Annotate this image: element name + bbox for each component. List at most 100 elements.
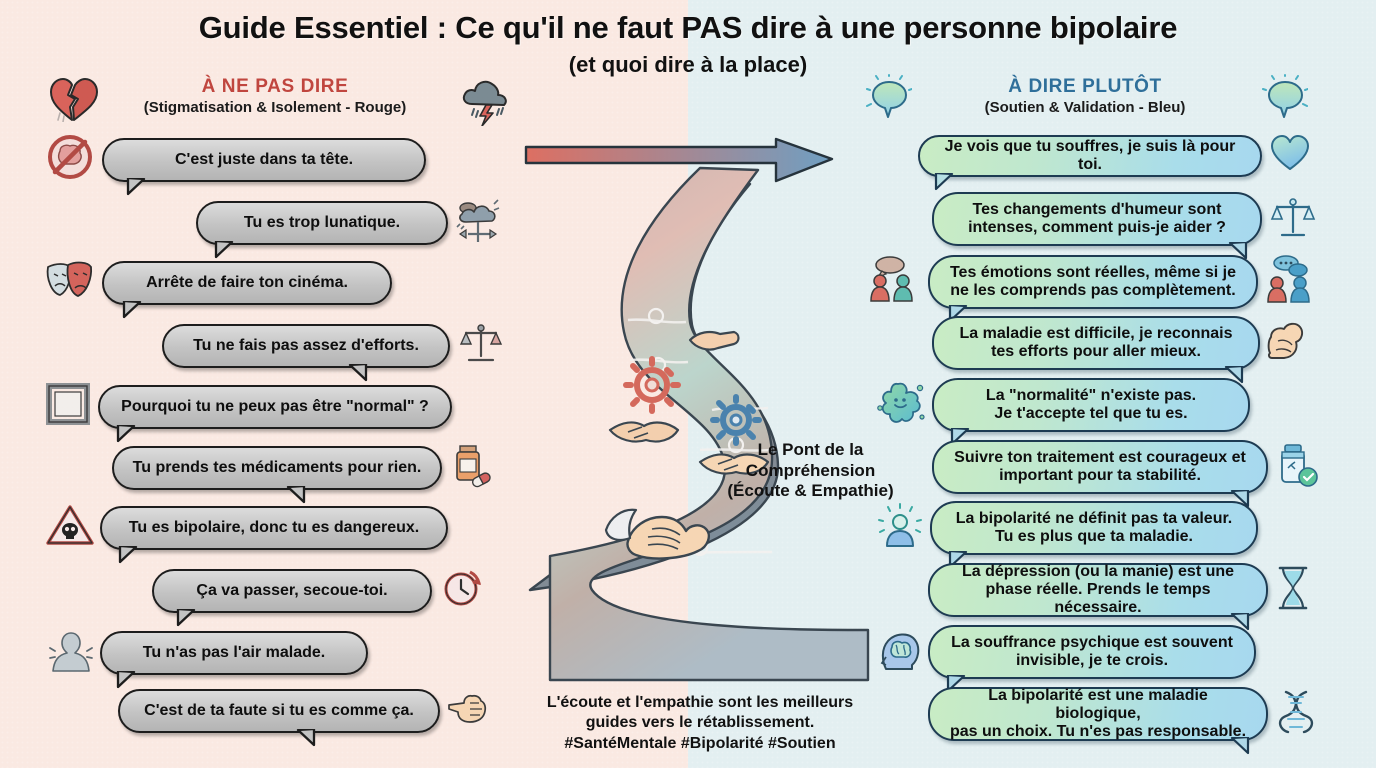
list-item[interactable]: Pourquoi tu ne peux pas être "normal" ? <box>46 382 452 442</box>
heart-icon <box>1270 134 1310 177</box>
shining-person-icon <box>876 502 924 555</box>
speech-bubble[interactable]: La dépression (ou la manie) est une phas… <box>928 563 1268 631</box>
right-column-heading: À DIRE PLUTÔT <box>1008 76 1162 97</box>
scales-icon <box>458 320 504 371</box>
storm-cloud-icon <box>458 76 514 131</box>
speech-bubble[interactable]: Tes changements d'humeur sont intenses, … <box>932 192 1262 260</box>
speech-bubble[interactable]: Tu prends tes médicaments pour rien. <box>112 445 442 503</box>
speech-bubble[interactable]: La "normalité" n'existe pas. Je t'accept… <box>932 378 1250 446</box>
bubble-text: Je vois que tu souffres, je suis là pour… <box>944 137 1236 173</box>
bubble-text: Tu n'as pas l'air malade. <box>142 643 326 661</box>
dna-icon <box>1274 688 1318 741</box>
list-item[interactable]: La bipolarité ne définit pas ta valeur. … <box>876 501 1258 569</box>
bubble-text: C'est juste dans ta tête. <box>174 150 354 168</box>
speech-bubble[interactable]: La bipolarité est une maladie biologique… <box>928 687 1268 755</box>
bubble-tail <box>116 670 136 688</box>
scales-icon <box>1270 193 1316 246</box>
speech-bubble[interactable]: Tu es trop lunatique. <box>196 200 448 258</box>
bubble-text: C'est de ta faute si tu es comme ça. <box>144 702 414 720</box>
bubble-text: Ça va passer, secoue-toi. <box>196 581 388 599</box>
list-item[interactable]: C'est juste dans ta tête. <box>46 133 426 195</box>
speech-bubble[interactable]: La bipolarité ne définit pas ta valeur. … <box>930 501 1258 569</box>
bubble-tail <box>118 545 138 563</box>
bubble-text: Tes émotions sont réelles, même si je ne… <box>949 263 1237 299</box>
bubble-tail <box>1226 613 1250 631</box>
list-item[interactable]: Ça va passer, secoue-toi. <box>152 566 484 626</box>
list-item[interactable]: La maladie est difficile, je reconnais t… <box>932 316 1310 384</box>
bubble-text: La maladie est difficile, je reconnais t… <box>959 325 1233 360</box>
silhouette-person-icon <box>48 627 94 678</box>
list-item[interactable]: Tes émotions sont réelles, même si je ne… <box>866 254 1316 322</box>
cloud-weathervane-icon <box>454 196 500 249</box>
bubble-text: Tu es bipolaire, donc tu es dangereux. <box>128 518 420 536</box>
list-item[interactable]: Je vois que tu souffres, je suis là pour… <box>918 134 1310 190</box>
speech-bubble[interactable]: Tes émotions sont réelles, même si je ne… <box>928 254 1258 322</box>
speech-bubble[interactable]: Tu es bipolaire, donc tu es dangereux. <box>100 505 448 563</box>
list-item[interactable]: La dépression (ou la manie) est une phas… <box>928 563 1312 631</box>
speech-bubble[interactable]: Tu n'as pas l'air malade. <box>100 630 368 688</box>
speech-bubble[interactable]: C'est juste dans ta tête. <box>102 137 426 195</box>
bubble-text: Tu es trop lunatique. <box>243 213 401 231</box>
theatre-masks-icon <box>44 259 94 306</box>
right-column-subheading: (Soutien & Validation - Bleu) <box>984 99 1186 116</box>
bubble-tail <box>934 172 954 190</box>
page-subtitle: (et quoi dire à la place) <box>568 52 808 77</box>
bridge-label: Le Pont de la Compréhension (Écoute & Em… <box>727 440 894 501</box>
speech-bubble[interactable]: Je vois que tu souffres, je suis là pour… <box>918 134 1262 190</box>
bubble-tail <box>122 300 142 318</box>
list-item[interactable]: La souffrance psychique est souvent invi… <box>876 625 1256 693</box>
page-title: Guide Essentiel : Ce qu'il ne faut PAS d… <box>198 10 1178 45</box>
speech-bubble[interactable]: Tu ne fais pas assez d'efforts. <box>162 323 450 381</box>
left-column-header: À NE PAS DIRE (Stigmatisation & Isolemen… <box>110 76 440 116</box>
two-people-talking-icon <box>1264 254 1316 309</box>
speech-bubble[interactable]: Arrête de faire ton cinéma. <box>102 260 392 318</box>
bubble-tail <box>1220 366 1244 384</box>
two-people-talking-icon <box>866 254 924 309</box>
list-item[interactable]: Arrête de faire ton cinéma. <box>44 259 392 318</box>
list-item[interactable]: La "normalité" n'existe pas. Je t'accept… <box>876 378 1250 446</box>
bubble-tail <box>1224 242 1248 260</box>
skull-warning-icon <box>46 504 94 551</box>
bubble-text: Tu prends tes médicaments pour rien. <box>132 458 422 476</box>
bubble-text: La "normalité" n'existe pas. Je t'accept… <box>985 387 1197 422</box>
bubble-tail <box>176 608 196 626</box>
speech-bubble[interactable]: La maladie est difficile, je reconnais t… <box>932 316 1260 384</box>
left-column-heading: À NE PAS DIRE <box>201 76 349 97</box>
speech-bubble[interactable]: Ça va passer, secoue-toi. <box>152 568 432 626</box>
bubble-text: Pourquoi tu ne peux pas être "normal" ? <box>121 397 429 415</box>
list-item[interactable]: La bipolarité est une maladie biologique… <box>928 687 1318 755</box>
list-item[interactable]: Tu es trop lunatique. <box>196 196 500 258</box>
speech-bubble[interactable]: Suivre ton traitement est courageux et i… <box>932 440 1268 508</box>
bubble-text: Suivre ton traitement est courageux et i… <box>954 449 1246 484</box>
bubble-text: Tes changements d'humeur sont intenses, … <box>968 201 1226 236</box>
bubble-text: La bipolarité est une maladie biologique… <box>949 687 1247 740</box>
bubble-tail <box>1226 737 1250 755</box>
medicine-bottle-check-icon <box>1274 441 1318 494</box>
list-item[interactable]: Tu prends tes médicaments pour rien. <box>112 442 492 503</box>
speech-bubble-shine-icon <box>1262 74 1309 127</box>
pointing-finger-icon <box>448 690 488 733</box>
bubble-tail <box>344 363 368 381</box>
list-item[interactable]: Tu ne fais pas assez d'efforts. <box>162 320 504 381</box>
footer-text: L'écoute et l'empathie sont les meilleur… <box>546 694 854 752</box>
right-column-header: À DIRE PLUTÔT (Soutien & Validation - Bl… <box>915 76 1255 116</box>
clock-icon <box>440 566 484 615</box>
bubble-text: La bipolarité ne définit pas ta valeur. … <box>955 510 1233 545</box>
bubble-text: Tu ne fais pas assez d'efforts. <box>193 336 419 354</box>
list-item[interactable]: Tu n'as pas l'air malade. <box>48 627 368 688</box>
bubble-tail <box>126 177 146 195</box>
speech-bubble[interactable]: C'est de ta faute si tu es comme ça. <box>118 689 440 747</box>
hourglass-icon <box>1274 564 1312 617</box>
speech-bubble[interactable]: La souffrance psychique est souvent invi… <box>928 625 1256 693</box>
bubble-tail <box>292 729 316 747</box>
list-item[interactable]: Tes changements d'humeur sont intenses, … <box>932 192 1316 260</box>
paint-splat-smile-icon <box>876 379 926 432</box>
list-item[interactable]: C'est de ta faute si tu es comme ça. <box>118 689 488 747</box>
list-item[interactable]: Tu es bipolaire, donc tu es dangereux. <box>46 504 448 563</box>
bubble-tail <box>214 240 234 258</box>
left-column-subheading: (Stigmatisation & Isolement - Rouge) <box>143 99 407 116</box>
speech-bubble[interactable]: Pourquoi tu ne peux pas être "normal" ? <box>98 384 452 442</box>
list-item[interactable]: Suivre ton traitement est courageux et i… <box>932 440 1318 508</box>
broken-heart-icon <box>48 76 100 127</box>
